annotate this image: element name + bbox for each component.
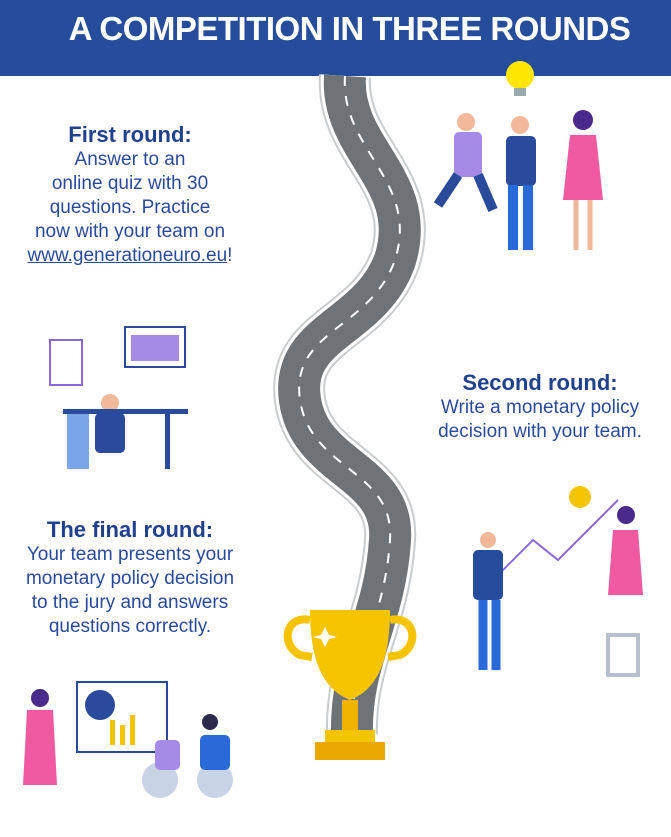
second-round-title: Second round: xyxy=(462,370,618,395)
first-round-block: First round: Answer to an online quiz wi… xyxy=(0,122,260,268)
final-round-line: questions correctly. xyxy=(48,616,212,637)
trophy-icon xyxy=(283,610,417,760)
final-round-line: to the jury and answers xyxy=(31,592,229,613)
final-round-line: monetary policy decision xyxy=(25,568,235,589)
second-round-line: decision with your team. xyxy=(438,421,642,442)
first-round-line: questions. Practice xyxy=(49,197,211,218)
website-link[interactable]: www.generationeuro.eu xyxy=(27,245,228,266)
first-round-line: Answer to an xyxy=(74,149,186,170)
monetary-policy-illustration xyxy=(473,486,643,677)
final-round-line: Your team presents your xyxy=(26,544,234,565)
second-round-block: Second round: Write a monetary policy de… xyxy=(410,370,670,444)
final-presentation-illustration xyxy=(23,681,233,798)
online-quiz-illustration xyxy=(49,326,188,469)
celebrating-team-illustration xyxy=(433,61,603,250)
first-round-line: online quiz with 30 xyxy=(51,173,209,194)
final-round-block: The final round: Your team presents your… xyxy=(0,517,260,639)
first-round-line: now with your team on xyxy=(34,221,226,242)
second-round-line: Write a monetary policy xyxy=(440,397,640,418)
link-suffix: ! xyxy=(227,245,233,266)
first-round-title: First round: xyxy=(68,122,192,147)
header-banner: A COMPETITION IN THREE ROUNDS xyxy=(0,0,671,76)
final-round-title: The final round: xyxy=(46,517,214,542)
page-title: A COMPETITION IN THREE ROUNDS xyxy=(68,10,631,47)
